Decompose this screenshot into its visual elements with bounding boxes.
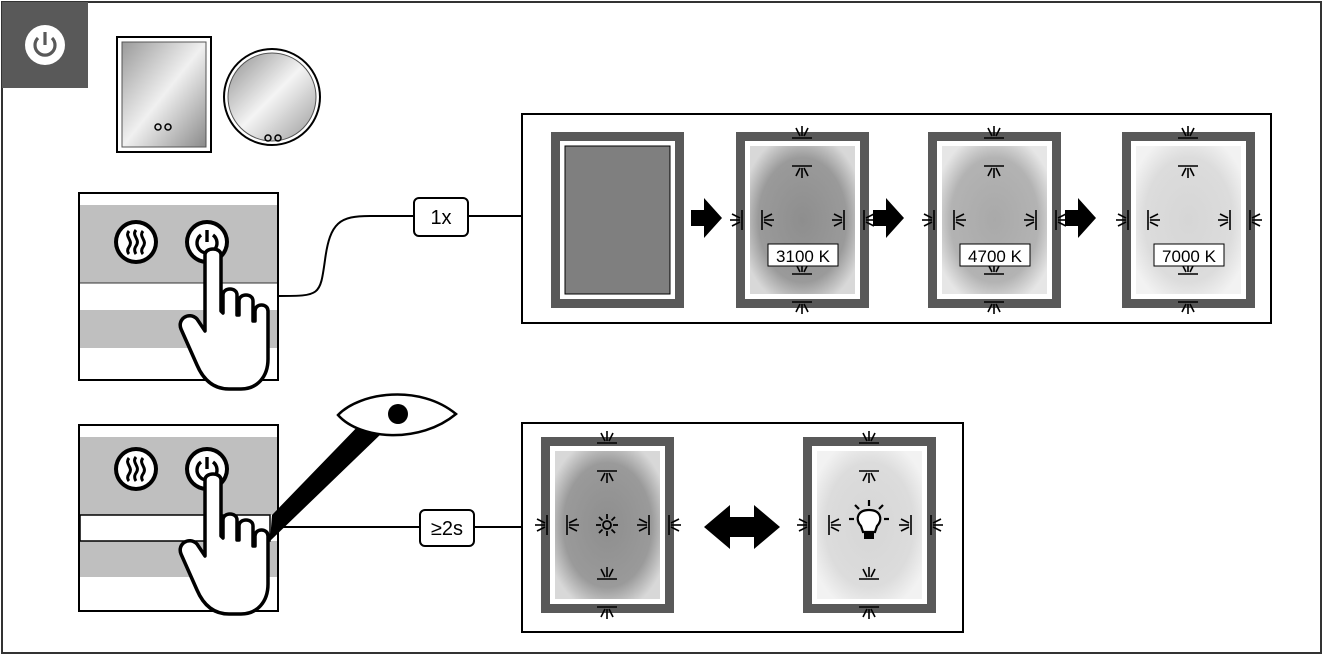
hold-badge: ≥2s [419,509,475,547]
brightness-icon [596,514,618,536]
double-arrow-icon [704,505,780,549]
mirror-7000k: 7000 K [1115,125,1263,315]
control-panel-row2 [78,424,279,616]
connector-row1 [277,215,414,297]
arrow-right-icon [691,198,722,238]
arrow-right-icon [1065,198,1096,238]
temp-label-7000: 7000 K [1162,247,1217,266]
light-bulb-icon [849,500,889,539]
mirror-3100k: 3100 K [729,125,877,315]
mirror-4700k: 4700 K [921,125,1069,315]
heater-icon [112,218,160,266]
mirror-bright [796,430,944,620]
header-power-badge [2,2,88,88]
mirror-dim [534,430,682,620]
round-mirror-icon [223,48,321,146]
control-panel-row1 [78,192,279,391]
heater-icon [112,445,160,493]
temp-label-4700: 4700 K [968,247,1023,266]
eye-icon [270,393,458,541]
mirror-off [551,132,684,308]
rectangular-mirror-icon [116,36,212,153]
temp-label-3100: 3100 K [776,247,831,266]
press-once-badge: 1x [413,197,469,237]
press-once-label: 1x [430,207,451,229]
arrow-right-icon [873,198,904,238]
hold-label: ≥2s [431,518,463,540]
